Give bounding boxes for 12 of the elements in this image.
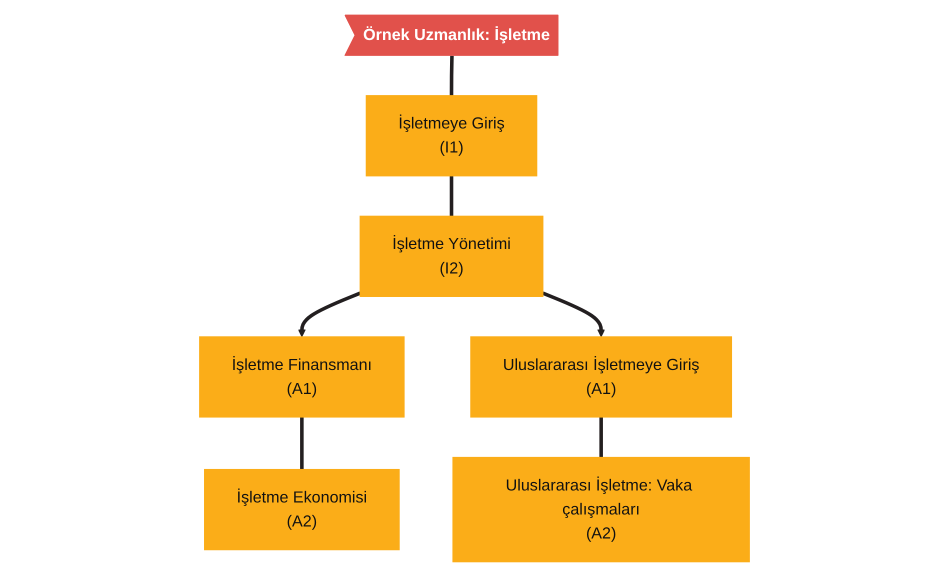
connector [450, 176, 454, 216]
connector [599, 417, 603, 458]
arrow [298, 292, 361, 338]
node-box: İşletme Ekonomisi (A2) [204, 468, 400, 550]
connector [450, 56, 454, 96]
arrow [542, 292, 606, 338]
node-box: İşletme Finansmanı (A1) [199, 336, 405, 418]
node-box: İşletmeye Giriş (I1) [366, 95, 538, 176]
node-box: İşletme Yönetimi (I2) [360, 216, 544, 297]
node-box: Uluslararası İşletmeye Giriş (A1) [470, 336, 732, 418]
connector [300, 417, 304, 470]
node-box: Uluslararası İşletme: Vaka çalışmaları (A2) [452, 456, 750, 562]
